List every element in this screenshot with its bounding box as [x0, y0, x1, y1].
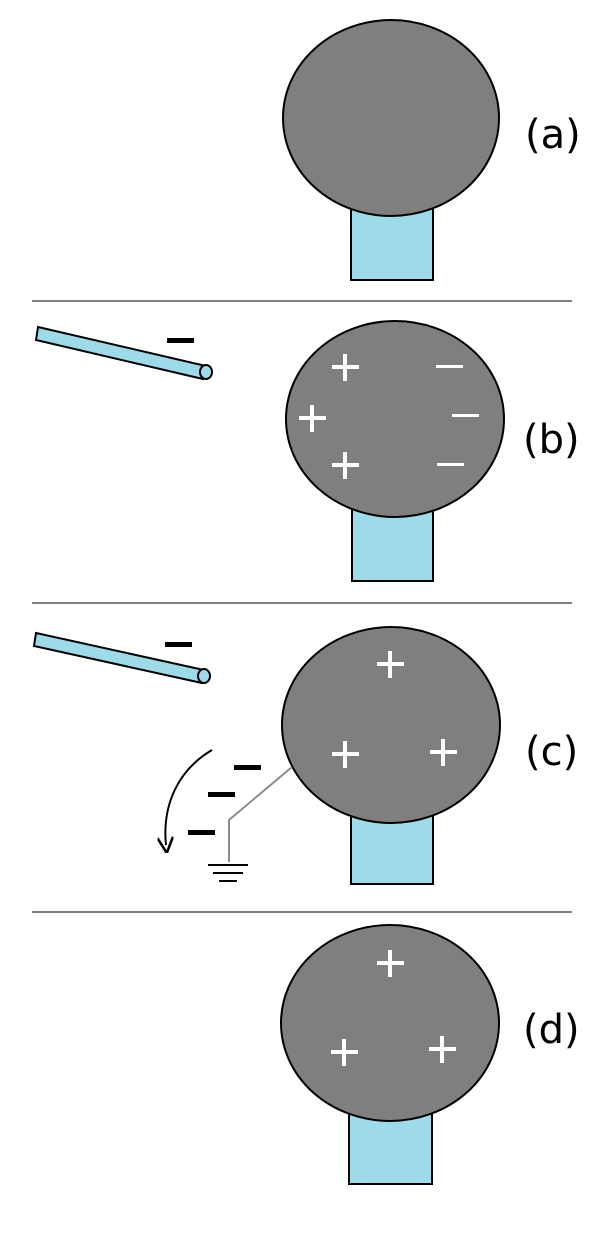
- positive-charge: [429, 1036, 456, 1063]
- panel-label-b: (b): [523, 417, 580, 463]
- ground-wire: [228, 766, 293, 862]
- rod-negative-charge: [165, 642, 192, 647]
- positive-charge: [377, 950, 404, 977]
- charged-rod: [34, 325, 213, 381]
- flowing-negative-charge: [234, 765, 261, 770]
- insulating-stand: [348, 1109, 433, 1185]
- positive-charge: [331, 1039, 358, 1066]
- positive-charge: [332, 452, 359, 479]
- positive-charge: [332, 741, 359, 768]
- ground-symbol-icon: [208, 864, 248, 882]
- negative-charge: [436, 365, 463, 368]
- panel-b: (b): [34, 320, 580, 582]
- positive-charge: [430, 739, 457, 766]
- curved-arrow-icon: [165, 749, 213, 845]
- flowing-negative-charge: [208, 792, 235, 797]
- metal-sphere: [280, 924, 500, 1122]
- metal-sphere: [282, 19, 500, 217]
- positive-charge: [299, 405, 326, 432]
- panel-label-a: (a): [525, 112, 581, 158]
- positive-charge: [377, 651, 404, 678]
- panel-label-d: (d): [523, 1007, 580, 1053]
- flowing-negative-charge: [188, 830, 215, 835]
- rod-negative-charge: [167, 338, 194, 343]
- panel-label-c: (c): [525, 729, 578, 775]
- panel-d: (d): [280, 924, 580, 1185]
- negative-charge: [437, 463, 464, 466]
- metal-sphere: [281, 626, 501, 824]
- positive-charge: [332, 354, 359, 381]
- charged-rod: [32, 631, 211, 685]
- insulating-stand: [351, 507, 434, 582]
- metal-sphere: [285, 320, 505, 518]
- panel-c: (c): [32, 626, 578, 885]
- panel-a: (a): [282, 19, 581, 281]
- negative-charge: [452, 414, 479, 417]
